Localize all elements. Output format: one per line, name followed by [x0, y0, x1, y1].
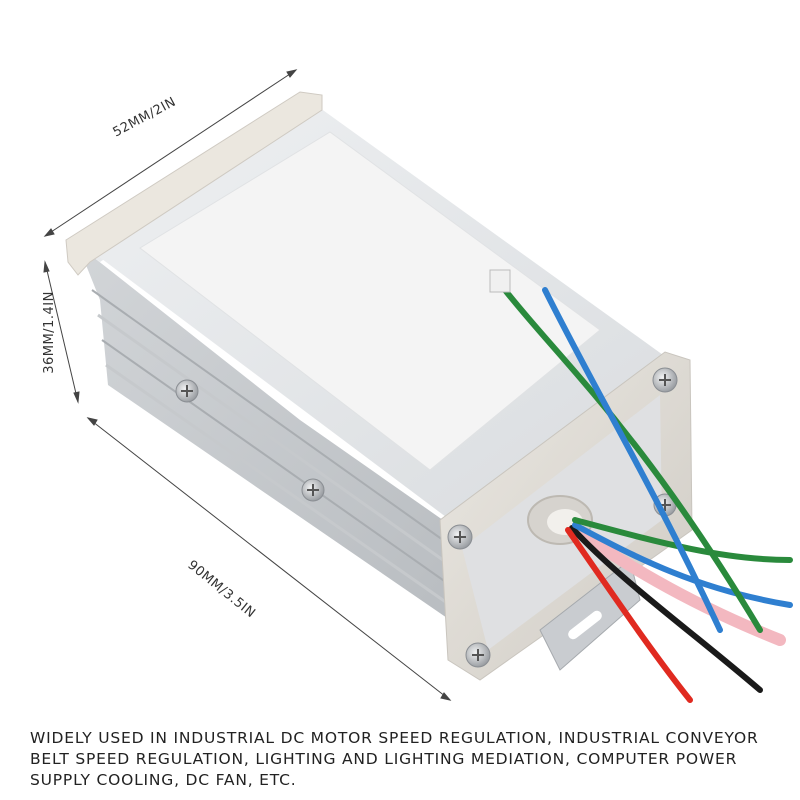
wire-pink	[569, 524, 786, 646]
wire-blue-low	[572, 522, 793, 608]
wire-blue	[542, 287, 723, 633]
wire-black	[569, 525, 763, 693]
rear-end-cap	[65, 91, 323, 276]
product-caption: WIDELY USED IN INDUSTRIAL DC MOTOR SPEED…	[30, 729, 759, 789]
wire-red	[565, 527, 693, 703]
housing-top	[90, 108, 670, 520]
mounting-bracket	[539, 559, 641, 671]
height-dimension-label: 36MM/1.4IN	[41, 291, 57, 374]
wires	[489, 269, 793, 703]
wire-green-low	[572, 517, 793, 563]
dimension-lines	[43, 69, 452, 701]
